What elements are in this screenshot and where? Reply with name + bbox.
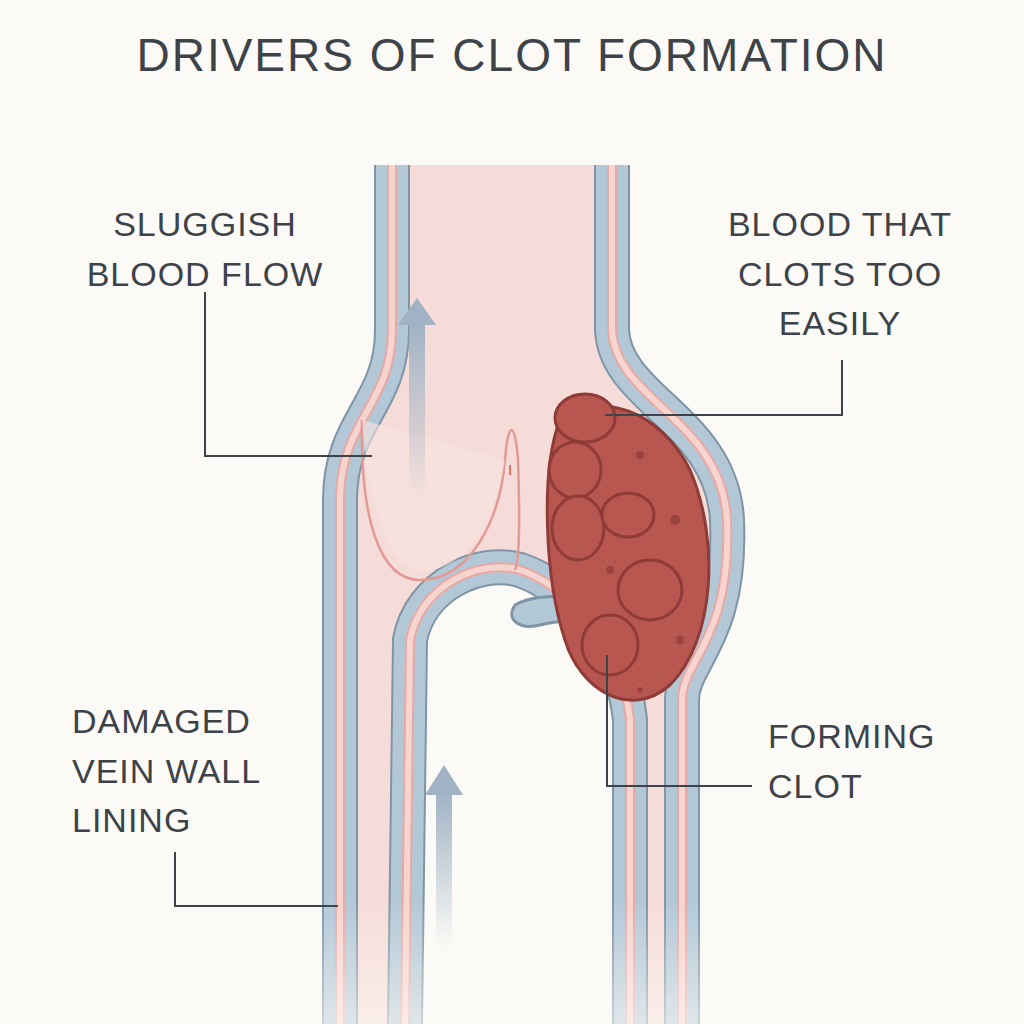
leader-line: [175, 292, 842, 906]
valve-leaflet: [362, 420, 519, 580]
callout-label: SLUGGISH BLOOD FLOW: [65, 200, 345, 299]
callout-label: DAMAGED VEIN WALL LINING: [72, 697, 302, 846]
fade: [300, 900, 750, 1024]
flow-arrow: [398, 298, 463, 950]
vein-wall: [340, 165, 727, 1024]
clot: [547, 394, 709, 700]
callout-label: BLOOD THAT CLOTS TOO EASILY: [700, 200, 980, 349]
wall-damage-mark: [509, 465, 511, 475]
valve-leaflet: [362, 420, 505, 570]
callout-label: FORMING CLOT: [768, 712, 978, 811]
diagram-title: DRIVERS OF CLOT FORMATION: [0, 22, 1024, 89]
vein-lumen: [340, 165, 727, 1024]
